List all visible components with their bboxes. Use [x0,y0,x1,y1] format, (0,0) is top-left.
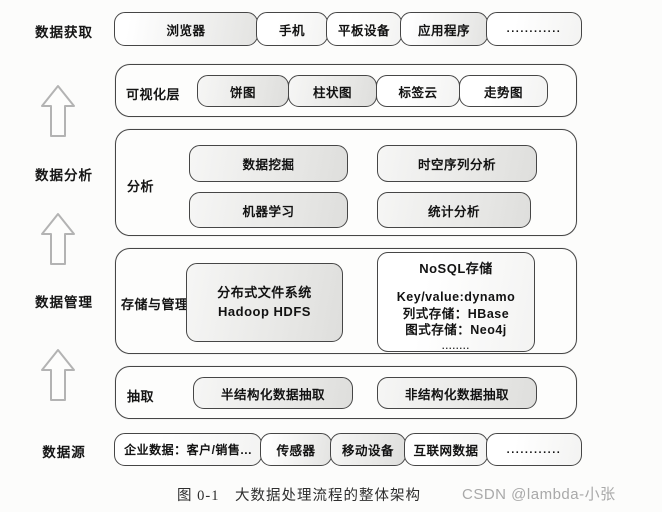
viz-item-pie: 饼图 [197,75,289,107]
analysis-item-spatiotemporal: 时空序列分析 [377,145,537,182]
stage-label-source: 数据源 [42,445,86,460]
device-box-phone: 手机 [256,12,328,46]
up-arrow-icon [41,349,75,401]
nosql-line-keyvalue: Key/value:dynamo [396,290,516,305]
stage-label-acquisition: 数据获取 [35,25,93,40]
extraction-layer-label: 抽取 [127,389,155,404]
source-box-more: ............ [486,433,582,466]
source-box-internet: 互联网数据 [404,433,488,466]
device-box-more: ............ [486,12,582,46]
hdfs-line2: Hadoop HDFS [218,303,311,319]
extraction-item-semistructured: 半结构化数据抽取 [193,377,353,409]
nosql-line-neo4j: 图式存储：Neo4j [405,323,507,338]
figure-caption: 图 0-1 大数据处理流程的整体架构 [177,488,421,504]
source-box-sensor: 传感器 [260,433,332,466]
storage-layer-label: 存储与管理 [121,297,189,312]
device-box-app: 应用程序 [400,12,488,46]
extraction-item-unstructured: 非结构化数据抽取 [377,377,537,409]
storage-box-nosql: NoSQL存储 Key/value:dynamo 列式存储：HBase 图式存储… [377,252,535,352]
stage-label-management: 数据管理 [35,295,93,310]
analysis-item-statistics: 统计分析 [377,192,531,228]
stage-label-analysis: 数据分析 [35,168,93,183]
up-arrow-icon [41,213,75,265]
device-box-browser: 浏览器 [114,12,258,46]
analysis-item-ml: 机器学习 [189,192,348,228]
viz-item-bar: 柱状图 [288,75,377,107]
nosql-title: NoSQL存储 [419,261,493,276]
visualization-layer-label: 可视化层 [126,87,181,102]
up-arrow-icon [41,85,75,137]
analysis-item-datamining: 数据挖掘 [189,145,348,182]
csdn-watermark: CSDN @lambda-小张 [462,486,616,503]
analysis-layer-label: 分析 [127,179,155,194]
nosql-line-hbase: 列式存储：HBase [402,306,510,321]
viz-item-trend: 走势图 [459,75,548,107]
source-box-mobile: 移动设备 [330,433,406,466]
viz-item-tagcloud: 标签云 [376,75,460,107]
storage-box-hdfs: 分布式文件系统 Hadoop HDFS [186,263,343,342]
source-box-enterprise: 企业数据：客户/销售... [114,433,262,466]
device-box-tablet: 平板设备 [326,12,402,46]
nosql-dots: ........ [441,340,470,351]
hdfs-line1: 分布式文件系统 [217,285,312,301]
